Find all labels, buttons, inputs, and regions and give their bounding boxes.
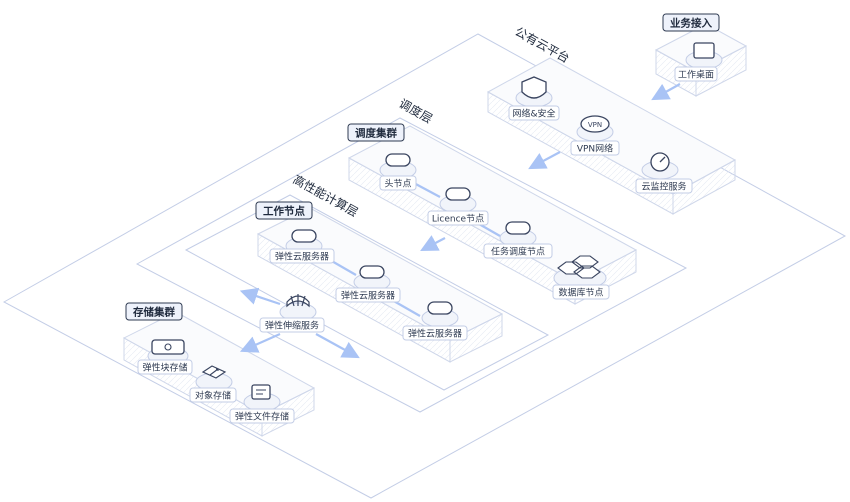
svg-text:弹性云服务器: 弹性云服务器 xyxy=(341,290,395,302)
link-ecs2-to-ecs3 xyxy=(391,299,421,317)
node-block-storage: 弹性块存储 xyxy=(137,339,193,375)
layer-label-public-cloud: 公有云平台 xyxy=(513,24,573,66)
node-cloud-monitor: 云监控服务 xyxy=(635,152,693,194)
node-head: 头节点 xyxy=(379,153,417,191)
server-icon xyxy=(505,221,531,235)
group-tags: 业务接入 调度集群 工作节点 存储集群 xyxy=(125,13,720,321)
svg-text:弹性伸缩服务: 弹性伸缩服务 xyxy=(265,320,319,332)
node-object-storage: 对象存储 xyxy=(189,365,237,403)
arrow-scaling-right xyxy=(315,333,360,359)
svg-text:Licence节点: Licence节点 xyxy=(432,214,484,225)
node-workstation: 工作桌面 xyxy=(674,42,723,82)
svg-text:对象存储: 对象存储 xyxy=(195,390,231,402)
svg-text:云监控服务: 云监控服务 xyxy=(641,181,686,193)
arrow-scheduling-to-hpc xyxy=(420,235,446,252)
node-ecs-2: 弹性云服务器 xyxy=(335,265,401,303)
server-icon xyxy=(291,229,317,243)
link-ecs1-to-ecs2 xyxy=(329,259,357,276)
server-icon xyxy=(427,301,453,315)
svg-text:弹性云服务器: 弹性云服务器 xyxy=(408,328,462,340)
tag-storage-cluster: 存储集群 xyxy=(125,302,183,321)
arrow-access-to-cloud xyxy=(651,83,681,101)
outer-frames xyxy=(2,33,847,499)
svg-text:VPN网络: VPN网络 xyxy=(577,143,613,155)
svg-text:调度集群: 调度集群 xyxy=(355,127,397,140)
scaling-icon xyxy=(286,294,310,308)
database-cluster-icon xyxy=(557,255,601,279)
svg-text:弹性文件存储: 弹性文件存储 xyxy=(235,411,289,423)
svg-text:VPN: VPN xyxy=(588,121,602,129)
arrow-cloud-to-scheduling xyxy=(528,151,561,170)
node-auto-scaling: 弹性伸缩服务 xyxy=(259,294,325,333)
svg-text:头节点: 头节点 xyxy=(384,179,411,190)
node-database: 数据库节点 xyxy=(552,255,610,300)
connectors xyxy=(239,83,681,359)
desktop-icon xyxy=(693,42,715,59)
svg-text:网络&安全: 网络&安全 xyxy=(512,108,555,120)
tag-work-nodes: 工作节点 xyxy=(255,201,313,220)
link-head-to-licence xyxy=(411,181,441,198)
layer-label-scheduling: 调度层 xyxy=(397,96,436,127)
svg-text:弹性云服务器: 弹性云服务器 xyxy=(275,251,329,263)
svg-text:工作节点: 工作节点 xyxy=(263,205,305,218)
server-icon xyxy=(445,187,471,201)
node-task-scheduler: 任务调度节点 xyxy=(483,221,553,259)
node-file-storage: 弹性文件存储 xyxy=(229,384,295,424)
svg-text:工作桌面: 工作桌面 xyxy=(678,69,714,81)
svg-text:任务调度节点: 任务调度节点 xyxy=(491,246,545,258)
nodes: 工作桌面 网络&安全 VPN VPN网络 云监控服务 xyxy=(137,42,723,424)
tag-business-access: 业务接入 xyxy=(662,13,720,32)
svg-text:弹性块存储: 弹性块存储 xyxy=(142,362,187,374)
svg-text:业务接入: 业务接入 xyxy=(670,17,712,30)
shield-icon xyxy=(521,76,547,99)
platform-scheduling xyxy=(347,125,638,305)
svg-text:数据库节点: 数据库节点 xyxy=(558,287,603,299)
node-licence: Licence节点 xyxy=(427,187,489,226)
file-icon xyxy=(251,384,271,400)
node-vpn: VPN VPN网络 xyxy=(570,115,620,156)
node-ecs-3: 弹性云服务器 xyxy=(402,301,468,341)
node-network-security: 网络&安全 xyxy=(508,76,560,121)
disk-icon xyxy=(151,339,185,355)
arrow-scaling-down xyxy=(239,332,281,353)
server-icon xyxy=(359,265,385,279)
node-ecs-1: 弹性云服务器 xyxy=(269,229,335,264)
vpn-icon xyxy=(580,115,610,133)
svg-text:存储集群: 存储集群 xyxy=(133,306,175,319)
tag-scheduling-cluster: 调度集群 xyxy=(347,123,405,142)
server-icon xyxy=(385,153,411,167)
arrow-scaling-up xyxy=(239,287,281,306)
